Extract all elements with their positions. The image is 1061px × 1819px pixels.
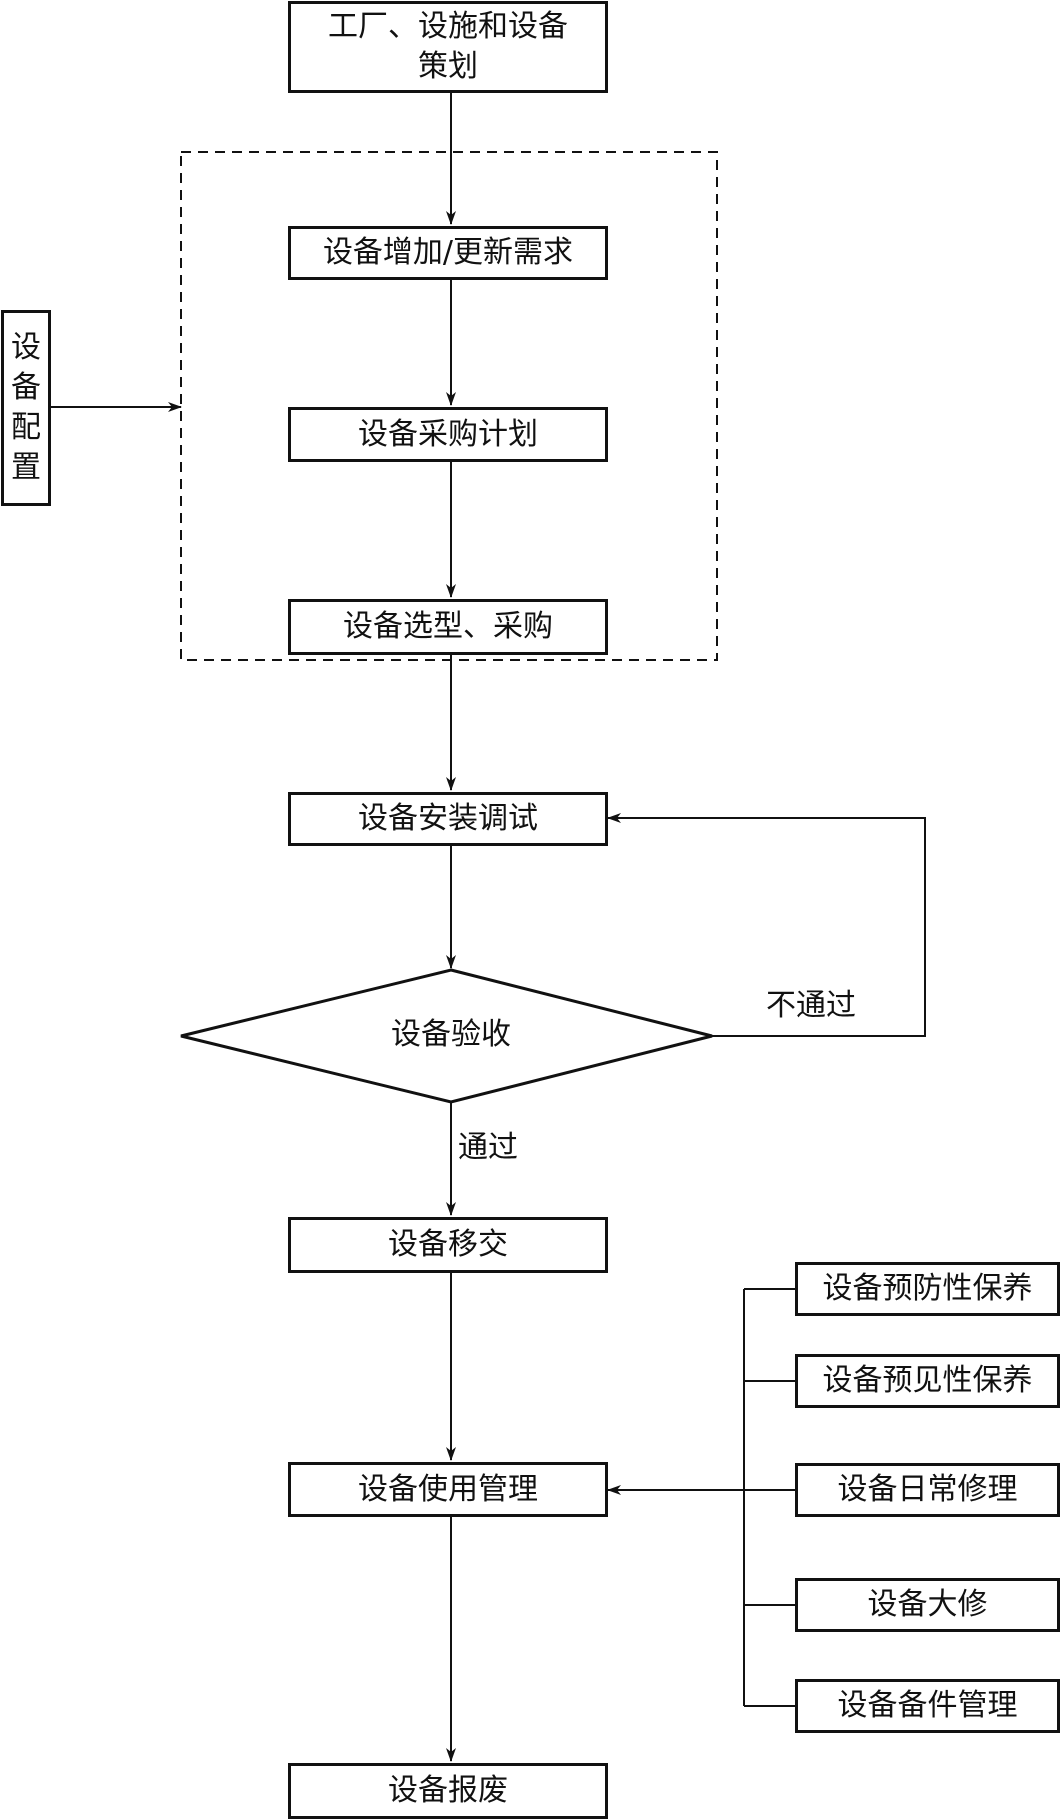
node-usage: 设备使用管理 xyxy=(288,1462,608,1517)
node-install-label: 设备安装调试 xyxy=(358,801,538,836)
node-config-char-4: 置 xyxy=(11,450,41,485)
node-plan-line2: 策划 xyxy=(418,49,478,84)
node-plan-line1: 工厂、设施和设备 xyxy=(328,9,568,44)
node-config-char-2: 备 xyxy=(11,370,41,405)
edge-label-fail: 不通过 xyxy=(766,988,856,1023)
node-usage-label: 设备使用管理 xyxy=(358,1471,538,1507)
node-purchase-plan: 设备采购计划 xyxy=(288,407,608,462)
node-maintenance-routine-label: 设备日常修理 xyxy=(837,1472,1018,1507)
node-config-char-3: 配 xyxy=(11,410,41,445)
node-maintenance-overhaul-label: 设备大修 xyxy=(867,1587,988,1622)
node-acceptance-text: 设备验收 xyxy=(391,1017,511,1052)
node-maintenance-preventive: 设备预防性保养 xyxy=(795,1262,1060,1316)
node-plan: 工厂、设施和设备 策划 xyxy=(288,1,608,93)
node-config-char-1: 设 xyxy=(11,330,41,365)
node-config: 设 备 配 置 xyxy=(1,310,51,506)
node-scrap: 设备报废 xyxy=(288,1763,608,1819)
edge-label-pass: 通过 xyxy=(458,1130,518,1165)
node-maintenance-spareparts: 设备备件管理 xyxy=(795,1679,1060,1733)
node-selection-label: 设备选型、采购 xyxy=(343,609,553,644)
procurement-group-boundary xyxy=(180,151,718,661)
node-demand-label: 设备增加/更新需求 xyxy=(322,235,574,270)
edge-fail-loop xyxy=(607,813,926,1037)
node-acceptance-label: 设备验收 xyxy=(351,1017,551,1053)
node-maintenance-predictive: 设备预见性保养 xyxy=(795,1354,1060,1408)
node-maintenance-overhaul: 设备大修 xyxy=(795,1578,1060,1632)
node-install: 设备安装调试 xyxy=(288,792,608,846)
node-demand: 设备增加/更新需求 xyxy=(288,226,608,280)
node-transfer-label: 设备移交 xyxy=(388,1227,508,1262)
node-scrap-label: 设备报废 xyxy=(388,1773,508,1808)
node-selection: 设备选型、采购 xyxy=(288,599,608,655)
node-maintenance-spareparts-label: 设备备件管理 xyxy=(837,1688,1018,1723)
node-maintenance-predictive-label: 设备预见性保养 xyxy=(822,1363,1033,1398)
node-maintenance-routine: 设备日常修理 xyxy=(795,1463,1060,1517)
node-purchase-plan-label: 设备采购计划 xyxy=(358,416,538,452)
acceptance-diamond-shape xyxy=(180,968,713,1104)
node-maintenance-preventive-label: 设备预防性保养 xyxy=(822,1271,1033,1306)
node-transfer: 设备移交 xyxy=(288,1217,608,1273)
